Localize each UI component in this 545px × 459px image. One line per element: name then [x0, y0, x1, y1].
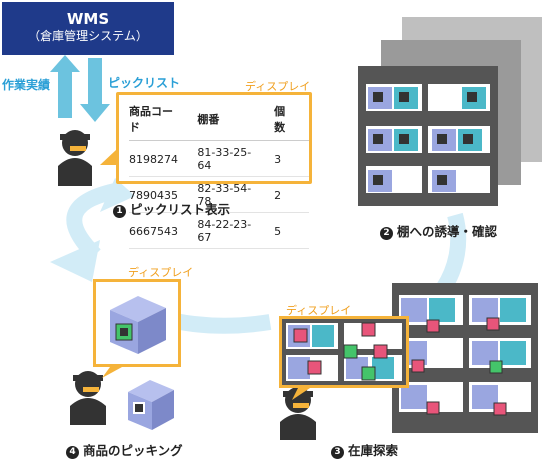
wms-subtitle: （倉庫管理システム） [28, 29, 148, 43]
step-number-badge: 4 [66, 446, 79, 459]
step-text: 棚への誘導・確認 [397, 224, 498, 239]
shelf-search [392, 283, 538, 433]
step-number-badge: 1 [113, 205, 126, 218]
table-cell: 3 [274, 140, 309, 177]
column-header: 個数 [274, 101, 309, 141]
worker-1 [58, 130, 92, 186]
step-4-label: 4 商品のピッキング [66, 440, 183, 459]
step-number-badge: 3 [331, 446, 344, 459]
display4-tail [102, 367, 122, 378]
shelf-zoom-view [282, 319, 406, 385]
picklist-label: ピックリスト [108, 76, 181, 90]
wms-title: WMS [66, 10, 110, 28]
picklist-arrow [80, 58, 110, 122]
picklist-display: 商品コード 棚番 個数 8198274 81-33-25-64 3 789043… [116, 92, 312, 249]
actual-arrow [50, 55, 80, 118]
cycle-arrowhead-top [100, 178, 135, 212]
step-number-badge: 2 [380, 227, 393, 240]
wms-box: WMS （倉庫管理システム） [2, 2, 174, 55]
table-row: 7890435 82-33-54-78 2 [129, 176, 309, 213]
step-1-label: 1 ピックリスト表示 [113, 199, 230, 218]
table-row: 6667543 84-22-23-67 5 [129, 212, 309, 249]
shelf-stack [358, 17, 542, 206]
display-label-4: ディスプレイ [128, 266, 194, 279]
display-label-3: ディスプレイ [286, 304, 352, 317]
picklist-table: 商品コード 棚番 個数 8198274 81-33-25-64 3 789043… [129, 101, 309, 249]
step-text: 商品のピッキング [83, 443, 183, 458]
actual-label: 作業実績 [2, 78, 51, 92]
table-cell: 81-33-25-64 [197, 140, 275, 177]
picked-box [128, 380, 174, 430]
table-cell: 84-22-23-67 [197, 212, 275, 249]
display-label-1: ディスプレイ [245, 80, 311, 93]
table-row: 8198274 81-33-25-64 3 [129, 140, 309, 177]
display3-tail [292, 388, 310, 400]
shelf-display [279, 316, 409, 388]
table-cell: 6667543 [129, 212, 198, 249]
table-cell: 7890435 [129, 176, 198, 213]
cycle-arrowhead-left [50, 240, 100, 282]
box-icon [110, 296, 166, 354]
box-display [93, 279, 181, 367]
step-text: ピックリスト表示 [130, 202, 231, 217]
table-header-row: 商品コード 棚番 個数 [129, 101, 309, 141]
step-2-label: 2 棚への誘導・確認 [380, 221, 497, 240]
table-cell: 8198274 [129, 140, 198, 177]
worker-4 [70, 371, 106, 425]
column-header: 棚番 [197, 101, 275, 141]
table-cell: 82-33-54-78 [197, 176, 275, 213]
step-3-label: 3 在庫探索 [331, 440, 398, 459]
table-cell: 5 [274, 212, 309, 249]
step-text: 在庫探索 [348, 443, 399, 458]
display1-tail [100, 150, 116, 165]
table-cell: 2 [274, 176, 309, 213]
column-header: 商品コード [129, 101, 198, 141]
